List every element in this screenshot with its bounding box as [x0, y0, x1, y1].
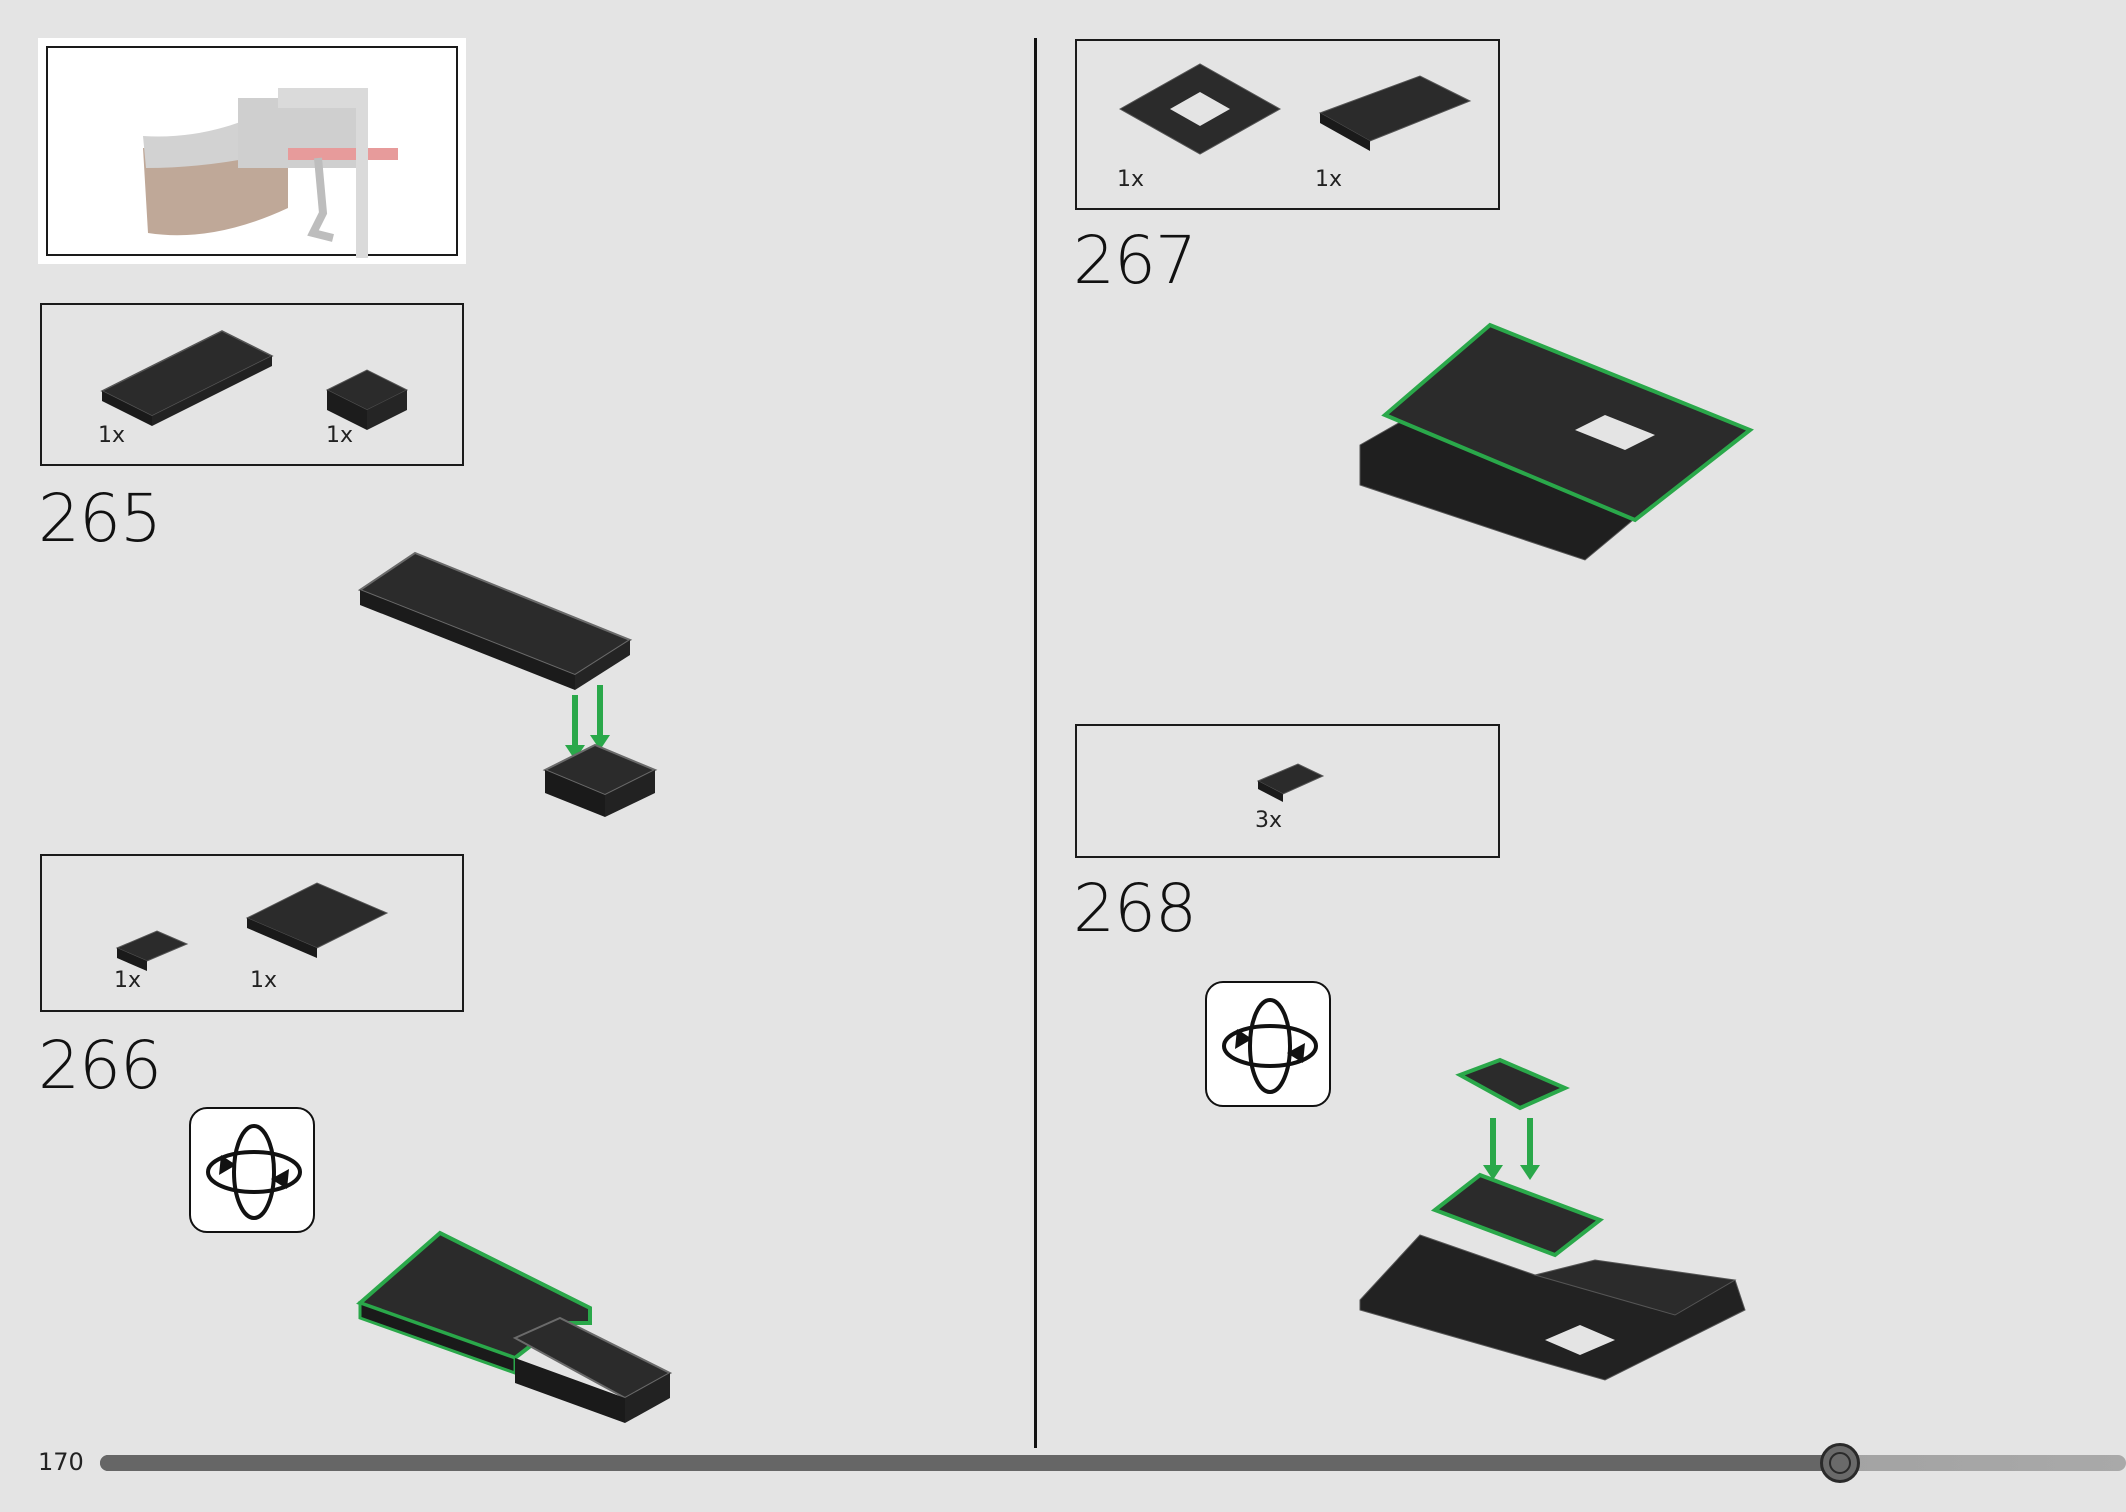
- step-268-assembly-image: [1359, 1057, 1746, 1381]
- step-number-266: 266: [38, 1027, 162, 1104]
- step-267-assembly-image: [1359, 322, 1754, 561]
- step-266-assembly-image: [356, 1230, 673, 1423]
- page-progress-track: [100, 1455, 2126, 1471]
- column-divider: [1034, 38, 1037, 1448]
- part-plate-4x4-frame-icon: [1118, 63, 1282, 155]
- part-qty-label: 1x: [1117, 167, 1145, 192]
- parts-box-268: 3x: [1075, 724, 1500, 858]
- part-brick-studs-side-icon: [325, 369, 409, 430]
- part-qty-label: 1x: [1315, 167, 1343, 192]
- page-progress-knob[interactable]: [1820, 1443, 1860, 1483]
- step-number-268: 268: [1073, 870, 1197, 947]
- rotate-model-icon: [1205, 981, 1331, 1107]
- parts-box-265: 1x 1x: [40, 303, 464, 466]
- part-tile-2x4-icon: [1318, 75, 1472, 151]
- part-qty-label: 3x: [1255, 808, 1283, 833]
- overview-thumbnail-frame: [38, 38, 466, 264]
- overview-thumbnail-border: [46, 46, 458, 256]
- page-number: 170: [38, 1448, 84, 1476]
- parts-box-267: 1x 1x: [1075, 39, 1500, 210]
- page-progress-fill: [100, 1455, 1840, 1471]
- part-plate-2x8-icon: [100, 330, 274, 426]
- part-tile-2x4-icon: [245, 882, 389, 958]
- step-265-assembly-image: [357, 551, 658, 817]
- parts-box-266: 1x 1x: [40, 854, 464, 1012]
- rotate-model-icon: [189, 1107, 315, 1233]
- overview-model-image: [143, 88, 398, 258]
- step-number-267: 267: [1073, 222, 1197, 299]
- part-qty-label: 1x: [114, 968, 142, 993]
- step-number-265: 265: [38, 480, 162, 557]
- part-plate-clip-icon: [1256, 763, 1325, 802]
- part-qty-label: 1x: [250, 968, 278, 993]
- part-qty-label: 1x: [326, 423, 354, 448]
- part-qty-label: 1x: [98, 423, 126, 448]
- part-plate-1x2-icon: [115, 930, 189, 971]
